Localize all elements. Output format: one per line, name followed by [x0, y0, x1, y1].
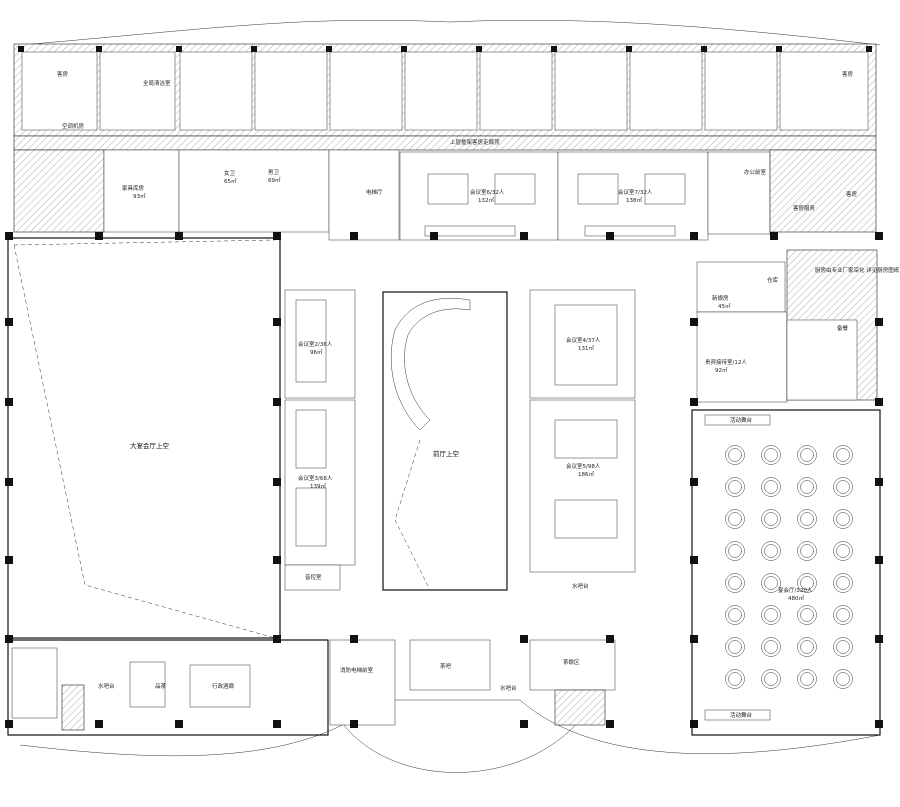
label-vip-room: 贵宾接待室/12人: [705, 358, 747, 366]
stair-right: [554, 689, 606, 726]
room-columns: [18, 46, 872, 52]
label-toilet-f-area: 65㎡: [224, 177, 237, 185]
label-tea-area: 品茶: [155, 682, 167, 690]
label-bride-room: 新娘房: [712, 294, 729, 302]
audio-room: [284, 564, 341, 591]
roof-outline: [19, 19, 881, 46]
label-toilet-m-area: 69㎡: [268, 176, 281, 184]
office-room: [707, 151, 771, 235]
label-corridor-top: 上层框架客房走廊顶: [450, 138, 500, 146]
label-vip-area: 92㎡: [715, 366, 728, 374]
label-mtg4: 会议室4/37人: [566, 336, 601, 344]
label-elevator-hall: 电梯厅: [366, 188, 383, 196]
spiral-stair: [390, 298, 471, 431]
banquet-hall: [691, 409, 881, 736]
meeting-room-5: [529, 399, 636, 573]
stage-top: [704, 414, 771, 426]
corridor-strip: [13, 135, 877, 151]
lobby-void: [382, 291, 508, 591]
label-toilet-m: 男卫: [268, 169, 280, 176]
label-lobby-void: 前厅上空: [433, 449, 460, 458]
label-fire-control: 消防电梯前室: [340, 666, 374, 674]
stage-bottom: [704, 709, 771, 721]
meeting-room-3: [284, 399, 356, 566]
label-mtg5: 会议室5/98人: [566, 462, 601, 470]
label-audio: 音控室: [305, 573, 322, 581]
label-storage: 仓库: [767, 276, 779, 284]
bride-room: [696, 311, 788, 403]
label-mtg6: 会议室6/32人: [470, 188, 505, 196]
label-guest-room-right: 客房: [842, 70, 854, 78]
label-dressing-room: 空调机房: [62, 122, 85, 130]
label-water-bar-left: 水吧台: [98, 682, 115, 690]
label-furniture-store: 家具库房: [122, 184, 145, 192]
lounge-boardroom: [11, 647, 58, 719]
label-tea-zone: 茶歇区: [563, 658, 580, 666]
label-bride-area: 45㎡: [718, 302, 731, 310]
banquet-round-tables: [725, 445, 853, 689]
label-cleaning-room: 全局清洁室: [143, 79, 171, 87]
room-labels: 客房 全局清洁室 空调机房 客房 上层框架客房走廊顶 家具库房 93㎡ 女卫 6…: [57, 70, 900, 719]
tea-zone: [529, 639, 616, 691]
label-guest-room-left: 客房: [57, 70, 69, 78]
fire-control: [329, 639, 396, 726]
label-guest-service: 客房服务: [793, 204, 816, 212]
storage-room: [696, 261, 786, 313]
toilet-block: [178, 149, 330, 233]
label-prep: 备餐: [837, 324, 849, 332]
label-banquet: 宴会厅/320人: [778, 586, 813, 594]
label-mtg2: 会议室2/36人: [298, 340, 333, 348]
furniture-store-room: [103, 149, 180, 233]
label-stage-top: 活动舞台: [730, 416, 753, 424]
label-banquet-area: 480㎡: [788, 594, 804, 602]
label-kitchen-note: 厨房由专业厂家深化 详见厨房图纸: [815, 266, 900, 274]
label-mtg2-area: 96㎡: [310, 348, 323, 356]
structural-columns: [5, 232, 883, 728]
ground-curve: [339, 719, 581, 773]
label-water-bar-2: 水吧台: [500, 684, 517, 692]
guest-room-modules: [21, 51, 869, 131]
service-zone-left: [13, 149, 105, 233]
base-outline: [19, 699, 881, 757]
label-tea-bar: 茶吧: [440, 662, 452, 670]
label-water-bar: 水吧台: [572, 582, 589, 590]
label-toilet-f: 女卫: [224, 169, 236, 177]
label-mtg7-area: 138㎡: [626, 196, 642, 204]
meeting-room-4: [529, 289, 636, 399]
label-mtg5-area: 186㎡: [578, 470, 594, 478]
label-guest-room-corner: 客房: [846, 190, 858, 198]
meeting-room-2: [284, 289, 356, 399]
label-mtg3-area: 139㎡: [310, 482, 326, 490]
executive-lounge: [7, 639, 329, 736]
grand-hall-dashes: [13, 239, 276, 639]
meeting-6-7-tables: [424, 173, 686, 237]
prep-room: [786, 319, 858, 401]
label-grand-hall: 大宴会厅上空: [130, 441, 170, 450]
label-mtg6-area: 132㎡: [478, 196, 494, 204]
label-mtg3: 会议室3/68人: [298, 474, 333, 482]
label-stage-bottom: 活动舞台: [730, 711, 753, 719]
label-office: 办公前室: [744, 168, 767, 176]
label-furniture-area: 93㎡: [133, 192, 146, 200]
grand-hall-void: [7, 237, 281, 639]
label-lounge: 行政酒廊: [212, 682, 235, 690]
tea-bar: [409, 639, 491, 691]
label-mtg4-area: 131㎡: [578, 344, 594, 352]
service-zone-right: [769, 149, 877, 233]
label-mtg7: 会议室7/32人: [618, 188, 653, 196]
elevator-core: [328, 149, 400, 241]
stair-left: [61, 684, 85, 731]
